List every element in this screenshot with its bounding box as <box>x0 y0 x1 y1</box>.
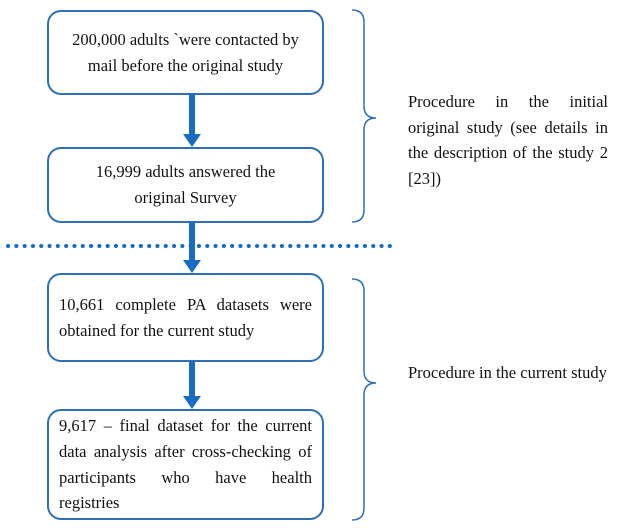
arrow-survey-to-pa <box>183 223 201 273</box>
annotation-current-study: Procedure in the current study <box>408 363 607 382</box>
box-final-dataset-text: 9,617 – final dataset for the current da… <box>59 416 312 513</box>
box-answered-survey-text: 16,999 adults answered the original Surv… <box>95 162 276 207</box>
brace-initial <box>351 9 377 223</box>
arrow-pa-to-final <box>183 362 201 409</box>
box-complete-pa-datasets: 10,661 complete PA datasets were obtaine… <box>47 273 324 362</box>
brace-current <box>351 278 377 521</box>
box-answered-survey: 16,999 adults answered the original Surv… <box>47 147 324 223</box>
box-contacted-by-mail-text: 200,000 adults `were contacted by mail b… <box>72 29 299 75</box>
arrow-mail-to-survey <box>183 95 201 147</box>
annotation-initial-study: Procedure in the initial original study … <box>408 92 608 188</box>
box-complete-pa-datasets-text: 10,661 complete PA datasets were obtaine… <box>59 294 312 340</box>
box-final-dataset: 9,617 – final dataset for the current da… <box>47 409 324 520</box>
box-contacted-by-mail: 200,000 adults `were contacted by mail b… <box>47 10 324 95</box>
